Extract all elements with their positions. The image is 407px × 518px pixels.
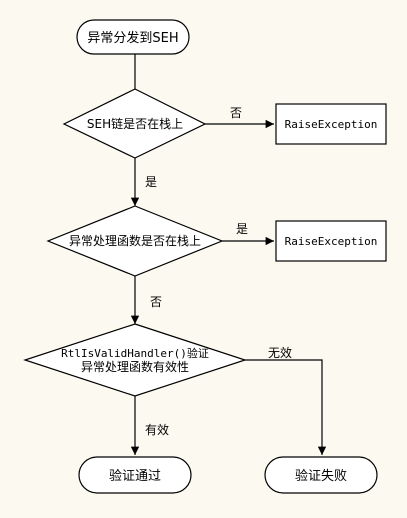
- node-raise-exception-2: RaiseException: [275, 220, 387, 262]
- node-start-label: 异常分发到SEH: [87, 30, 178, 46]
- edge-label-d3-invalid: 无效: [268, 345, 292, 360]
- node-decision-seh-on-stack-label: SEH链是否在栈上: [87, 116, 183, 131]
- node-raise-exception-1-label: RaiseException: [285, 118, 378, 131]
- node-raise-exception-1: RaiseException: [275, 103, 387, 145]
- node-decision-validate-handler-line2: 异常处理函数有效性: [81, 359, 189, 374]
- node-decision-handler-on-stack: 异常处理函数是否在栈上: [46, 205, 224, 277]
- node-start: 异常分发到SEH: [76, 19, 190, 55]
- edge-label-d1-no: 否: [230, 106, 242, 120]
- node-decision-handler-on-stack-label: 异常处理函数是否在栈上: [69, 233, 201, 248]
- node-raise-exception-2-label: RaiseException: [285, 235, 378, 248]
- node-validation-passed-label: 验证通过: [109, 468, 161, 484]
- node-validation-failed: 验证失败: [264, 456, 378, 494]
- node-decision-validate-handler: RtlIsValidHandler()验证 异常处理函数有效性: [23, 323, 247, 397]
- edge-label-d1-yes: 是: [145, 175, 157, 189]
- node-validation-passed: 验证通过: [78, 456, 192, 494]
- node-validation-failed-label: 验证失败: [295, 468, 347, 484]
- node-decision-validate-handler-line1: RtlIsValidHandler()验证: [61, 346, 209, 360]
- edge-label-d2-no: 否: [150, 295, 162, 309]
- edge-d3-to-fail: [245, 359, 327, 455]
- node-decision-seh-on-stack: SEH链是否在栈上: [62, 88, 207, 159]
- edge-label-d3-valid: 有效: [145, 422, 169, 437]
- edge-label-d2-yes: 是: [236, 222, 248, 236]
